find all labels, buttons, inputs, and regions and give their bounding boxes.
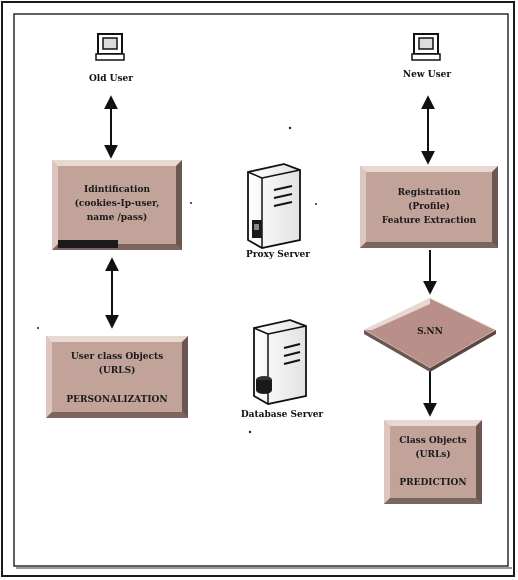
class-objects-line-1: Class Objects — [399, 436, 467, 446]
user-class-text: User class Objects (URLS) — [52, 350, 182, 378]
user-class-line-2: (URLS) — [98, 366, 136, 376]
identification-box — [52, 160, 182, 250]
snn-label: S.NN — [417, 327, 443, 337]
database-server-label: Database Server — [240, 410, 324, 420]
registration-line-3: Feature Extraction — [381, 216, 477, 226]
database-server-icon — [253, 319, 307, 405]
identification-line-2: (cookies-Ip-user, — [74, 199, 160, 209]
proxy-server-label: Proxy Server — [246, 250, 310, 260]
registration-text: Registration (Profile) Feature Extractio… — [366, 186, 492, 228]
registration-line-2: (Profile) — [408, 202, 450, 212]
new-user-monitor-icon — [411, 33, 441, 61]
registration-box — [360, 166, 498, 248]
registration-line-1: Registration — [397, 188, 461, 198]
user-class-line-1: User class Objects — [70, 352, 164, 362]
identification-line-3: name /pass) — [86, 213, 148, 223]
class-objects-box — [384, 420, 482, 504]
snn-diamond — [362, 297, 498, 372]
old-user-monitor-icon — [95, 33, 125, 61]
class-objects-text: Class Objects (URLs) — [390, 434, 476, 462]
identification-text: Idintification (cookies-Ip-user, name /p… — [58, 183, 176, 225]
old-user-label: Old User — [88, 74, 134, 84]
identification-line-1: Idintification — [83, 185, 151, 195]
prediction-label: PREDICTION — [399, 478, 467, 488]
class-objects-line-2: (URLs) — [415, 450, 451, 460]
new-user-label: New User — [402, 70, 452, 80]
proxy-server-icon — [247, 163, 301, 249]
user-class-box — [46, 336, 188, 418]
scan-specks — [37, 126, 317, 434]
personalization-label: PERSONALIZATION — [66, 395, 168, 405]
